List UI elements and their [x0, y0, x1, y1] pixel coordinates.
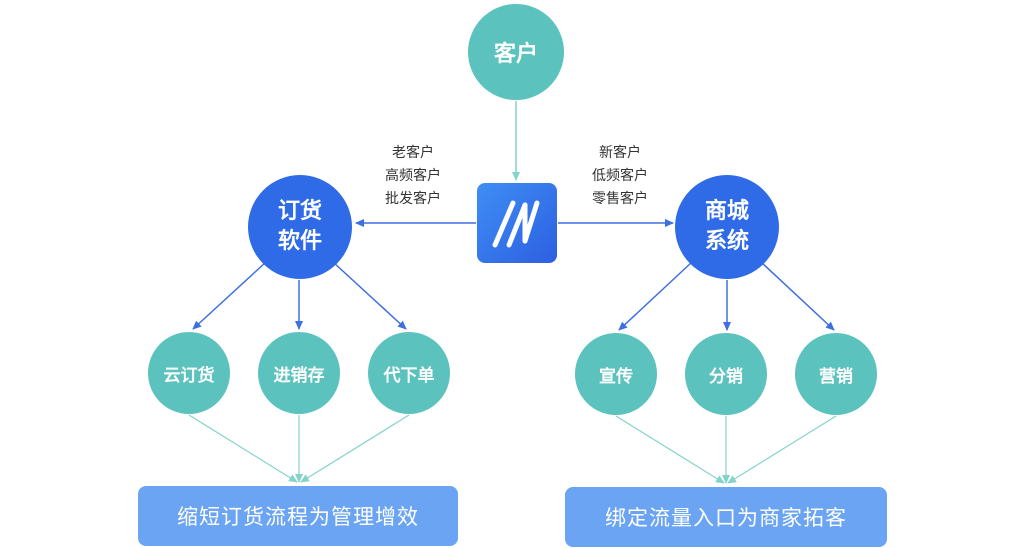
edge-cloud-to-left-banner	[188, 414, 298, 483]
right-outcome-banner: 绑定流量入口为商家拓客	[565, 487, 887, 547]
feature-node-marketing: 营销	[795, 333, 877, 415]
right-customer-types: 新客户 低频客户 零售客户	[578, 142, 662, 211]
feature-label: 进销存	[273, 365, 325, 386]
edge-promo-to-right-banner	[615, 415, 725, 484]
edge-proxy-to-left-banner	[300, 414, 410, 483]
left-customer-types: 老客户 高频客户 批发客户	[373, 142, 453, 211]
left-outcome-text: 缩短订货流程为管理增效	[177, 505, 419, 529]
customer-node-label: 客户	[493, 42, 538, 67]
right-customer-type: 低频客户	[592, 168, 648, 184]
left-customer-type: 批发客户	[385, 191, 441, 207]
left-customer-type: 高频客户	[385, 168, 441, 184]
feature-label: 分销	[709, 366, 743, 387]
feature-node-cloud-ordering: 云订货	[148, 332, 230, 414]
feature-label: 宣传	[599, 366, 633, 387]
feature-node-promotion: 宣传	[575, 333, 657, 415]
brand-m-logo-icon	[477, 183, 557, 263]
edge-ordering-to-proxy	[332, 261, 407, 330]
ordering-software-label: 订货 软件	[277, 199, 322, 254]
brand-m-logo-glyph	[492, 200, 540, 248]
feature-node-distribution: 分销	[685, 333, 767, 415]
feature-label: 营销	[819, 366, 853, 387]
customer-node: 客户	[468, 4, 564, 100]
edge-ordering-to-cloud	[192, 261, 267, 330]
right-outcome-text: 绑定流量入口为商家拓客	[605, 506, 847, 530]
feature-label: 代下单	[383, 365, 435, 386]
edge-mall-to-market	[760, 261, 835, 331]
mall-system-node: 商城 系统	[675, 175, 779, 279]
edge-mall-to-promo	[618, 261, 693, 331]
feature-label: 云订货	[163, 365, 215, 386]
feature-node-proxy-order: 代下单	[368, 332, 450, 414]
left-customer-type: 老客户	[392, 145, 434, 161]
left-outcome-banner: 缩短订货流程为管理增效	[138, 486, 458, 546]
feature-node-inventory: 进销存	[258, 332, 340, 414]
ordering-software-node: 订货 软件	[248, 175, 352, 279]
mall-system-label: 商城 系统	[704, 199, 749, 254]
right-customer-type: 新客户	[599, 145, 641, 161]
edge-market-to-right-banner	[727, 415, 837, 484]
right-customer-type: 零售客户	[592, 191, 648, 207]
